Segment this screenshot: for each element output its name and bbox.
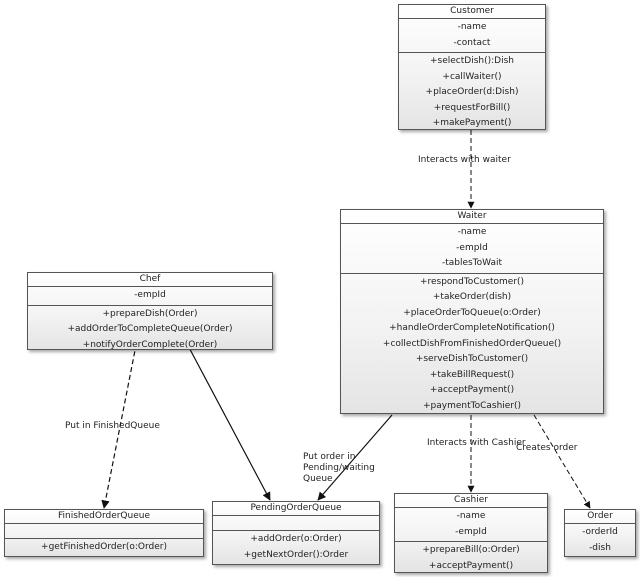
attributes-section [213, 516, 379, 531]
method: +acceptPayment() [429, 385, 515, 395]
methods-section: +addOrder(o:Order) +getNextOrder():Order [213, 531, 379, 564]
method: +addOrder(o:Order) [250, 534, 342, 544]
edge-chef-pending [175, 322, 271, 501]
class-name: Cashier [395, 494, 547, 508]
attributes-section: -name -empId [395, 508, 547, 542]
class-finished-order-queue[interactable]: FinishedOrderQueue +getFinishedOrder(o:O… [4, 509, 204, 557]
methods-section: +prepareBill(o:Order) +acceptPayment() [395, 542, 547, 575]
method: +handleOrderCompleteNotification() [389, 323, 555, 333]
method: +selectDish():Dish [430, 56, 514, 66]
methods-section: +getFinishedOrder(o:Order) [5, 539, 203, 557]
attribute: -empId [455, 526, 487, 537]
attributes-section: -name -empId -tablesToWait [341, 224, 603, 274]
method: +takeBillRequest() [429, 369, 515, 380]
attributes-section: -empId [28, 287, 272, 306]
method: +notifyOrderComplete(Order) [82, 339, 218, 350]
attributes-section: -name -contact [399, 19, 545, 53]
relation-label-chef-finished: Put in FinishedQueue [65, 421, 160, 431]
attribute: -tablesToWait [441, 258, 503, 268]
methods-section: +respondToCustomer() +takeOrder(dish) +p… [341, 274, 603, 416]
class-name: PendingOrderQueue [213, 502, 379, 516]
class-pending-order-queue[interactable]: PendingOrderQueue +addOrder(o:Order) +ge… [212, 501, 380, 565]
class-cashier[interactable]: Cashier -name -empId +prepareBill(o:Orde… [394, 493, 548, 573]
relation-label-customer-waiter: Interacts with waiter [418, 155, 511, 165]
method: +addOrderToCompleteQueue(Order) [67, 324, 233, 334]
attribute: -contact [453, 37, 491, 48]
edge-waiter-pending [317, 414, 393, 501]
attribute: -name [457, 22, 487, 32]
class-waiter[interactable]: Waiter -name -empId -tablesToWait +respo… [340, 209, 604, 414]
relation-label-waiter-pending: Put order in Pending/waiting Queue [303, 452, 375, 484]
attribute: -name [457, 227, 487, 237]
method: +callWaiter() [442, 71, 502, 82]
method: +paymentToCashier() [422, 400, 522, 411]
attribute: -orderId [582, 527, 618, 537]
method: +getFinishedOrder(o:Order) [41, 542, 167, 552]
method: +getNextOrder():Order [243, 549, 349, 560]
class-chef[interactable]: Chef -empId +prepareDish(Order) +addOrde… [27, 272, 273, 350]
attribute: -empId [134, 290, 166, 300]
attribute: -dish [589, 542, 611, 553]
method: +placeOrderToQueue(o:Order) [403, 307, 541, 318]
class-name: FinishedOrderQueue [5, 510, 203, 524]
method: +takeOrder(dish) [432, 292, 512, 302]
method: +serveDishToCustomer() [415, 354, 529, 364]
method: +makePayment() [432, 118, 512, 128]
method: +prepareDish(Order) [102, 308, 198, 319]
edge-waiter-order [533, 414, 591, 509]
class-customer[interactable]: Customer -name -contact +selectDish():Di… [398, 4, 546, 130]
method: +respondToCustomer() [419, 276, 525, 287]
class-order[interactable]: Order -orderId -dish [564, 509, 636, 557]
class-name: Chef [28, 273, 272, 287]
attribute: -name [456, 511, 486, 521]
class-name: Order [565, 510, 635, 524]
relation-label-waiter-order: Creates order [516, 443, 578, 453]
method: +collectDishFromFinishedOrderQueue() [382, 338, 562, 349]
method: +acceptPayment() [428, 560, 514, 571]
attributes-section [5, 524, 203, 539]
attribute: -empId [456, 242, 488, 253]
method: +placeOrder(d:Dish) [425, 87, 519, 97]
relation-label-waiter-cashier: Interacts with Cashier [427, 438, 526, 448]
class-name: Waiter [341, 210, 603, 224]
method: +prepareBill(o:Order) [422, 545, 520, 555]
class-name: Customer [399, 5, 545, 19]
method: +requestForBill() [433, 102, 511, 113]
methods-section: +selectDish():Dish +callWaiter() +placeO… [399, 53, 545, 133]
methods-section: +prepareDish(Order) +addOrderToCompleteQ… [28, 306, 272, 355]
attributes-section: -orderId -dish [565, 524, 635, 557]
